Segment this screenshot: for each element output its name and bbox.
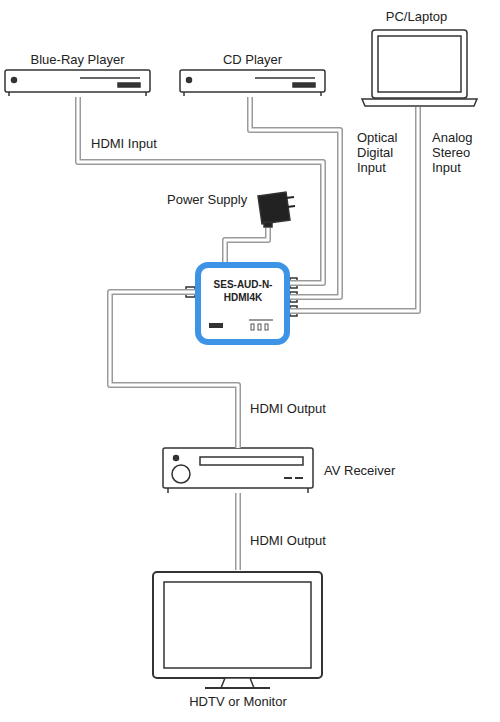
av-receiver-drawing [163,448,313,493]
edge-label: HDMI Input [90,136,172,151]
cable-connector [290,107,418,311]
tv-drawing [153,572,322,688]
hdtv-monitor: HDTV or Monitor [153,570,323,716]
edge-label: Optical Digital Input [356,130,410,175]
converter-box: SES-AUD-N- HDMI4K [195,262,290,345]
node-label: Power Supply [167,192,255,207]
cd-player: CD Player [180,50,325,97]
power-supply: Power Supply [165,187,296,228]
laptop-drawing [362,30,477,106]
power-adapter-drawing [258,192,295,227]
cd-player-drawing [180,70,325,96]
node-label: SES-AUD-N- HDMI4K [209,278,277,304]
edge-label: HDMI Output [249,533,341,548]
node-label: HDTV or Monitor [153,694,323,709]
av-receiver: AV Receiver [163,448,403,493]
cable-connector [225,228,268,262]
node-label: AV Receiver [324,463,403,478]
edge-label: Analog Stereo Input [431,130,485,175]
bluray-player-drawing [5,70,150,96]
cable-connector [238,493,239,570]
bluray-player: Blue-Ray Player [5,50,150,97]
pc-laptop: PC/Laptop [355,8,478,107]
node-label: PC/Laptop [355,9,478,24]
edge-label: HDMI Output [249,401,341,416]
converter-panel-marks [201,315,284,335]
node-label: CD Player [180,52,325,67]
node-label: Blue-Ray Player [5,52,150,67]
cable-connector [78,97,323,283]
